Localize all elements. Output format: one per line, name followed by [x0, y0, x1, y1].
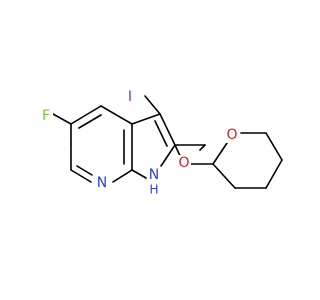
bond-n1-c7a — [131, 169, 147, 179]
pyridine-nitrogen-label: N — [97, 175, 107, 191]
bond-c5prime-c6prime — [265, 132, 283, 161]
bond-c2-n1 — [160, 144, 176, 167]
bond-c3-i — [144, 95, 161, 115]
bond-c2prime-c3prime — [212, 163, 236, 189]
pyrrole-nitrogen-label: N — [149, 167, 159, 183]
bond-o-c2prime-ring — [212, 139, 230, 165]
pyridine-nitrogen-bg — [95, 175, 109, 191]
ether-oxygen-bg — [177, 155, 191, 171]
bond-c6-n7-double — [76, 165, 93, 176]
bond-c3a-c4 — [100, 105, 133, 125]
bond-c4-c5 — [70, 105, 102, 125]
ring-oxygen-label: O — [226, 127, 237, 143]
bond-c4prime-c5prime — [265, 159, 283, 189]
bond-ch2-o — [199, 144, 206, 151]
fluorine-label: F — [42, 108, 50, 124]
molecule-structure: F I N N H O O — [39, 88, 283, 197]
bonds — [52, 95, 283, 189]
ether-oxygen-label: O — [178, 155, 189, 171]
bond-c3-c2 — [159, 113, 176, 146]
ring-oxygen-bg — [225, 127, 239, 143]
pyrrole-nitrogen-bg — [147, 168, 161, 184]
fluorine-bg — [39, 107, 53, 123]
bond-c3-c2-double — [154, 120, 168, 147]
bond-c3a-c3 — [131, 113, 161, 125]
pyrrole-hydrogen-label: H — [149, 183, 158, 197]
iodine-bg — [123, 88, 137, 104]
bond-c5-f-out — [52, 113, 72, 125]
bond-c6-n7 — [70, 169, 92, 183]
iodine-label: I — [128, 89, 132, 105]
molecule-canvas: F I N N H O O — [39, 88, 283, 197]
bond-c5-c4-double — [78, 114, 102, 129]
bond-n7-c7a — [112, 169, 133, 183]
